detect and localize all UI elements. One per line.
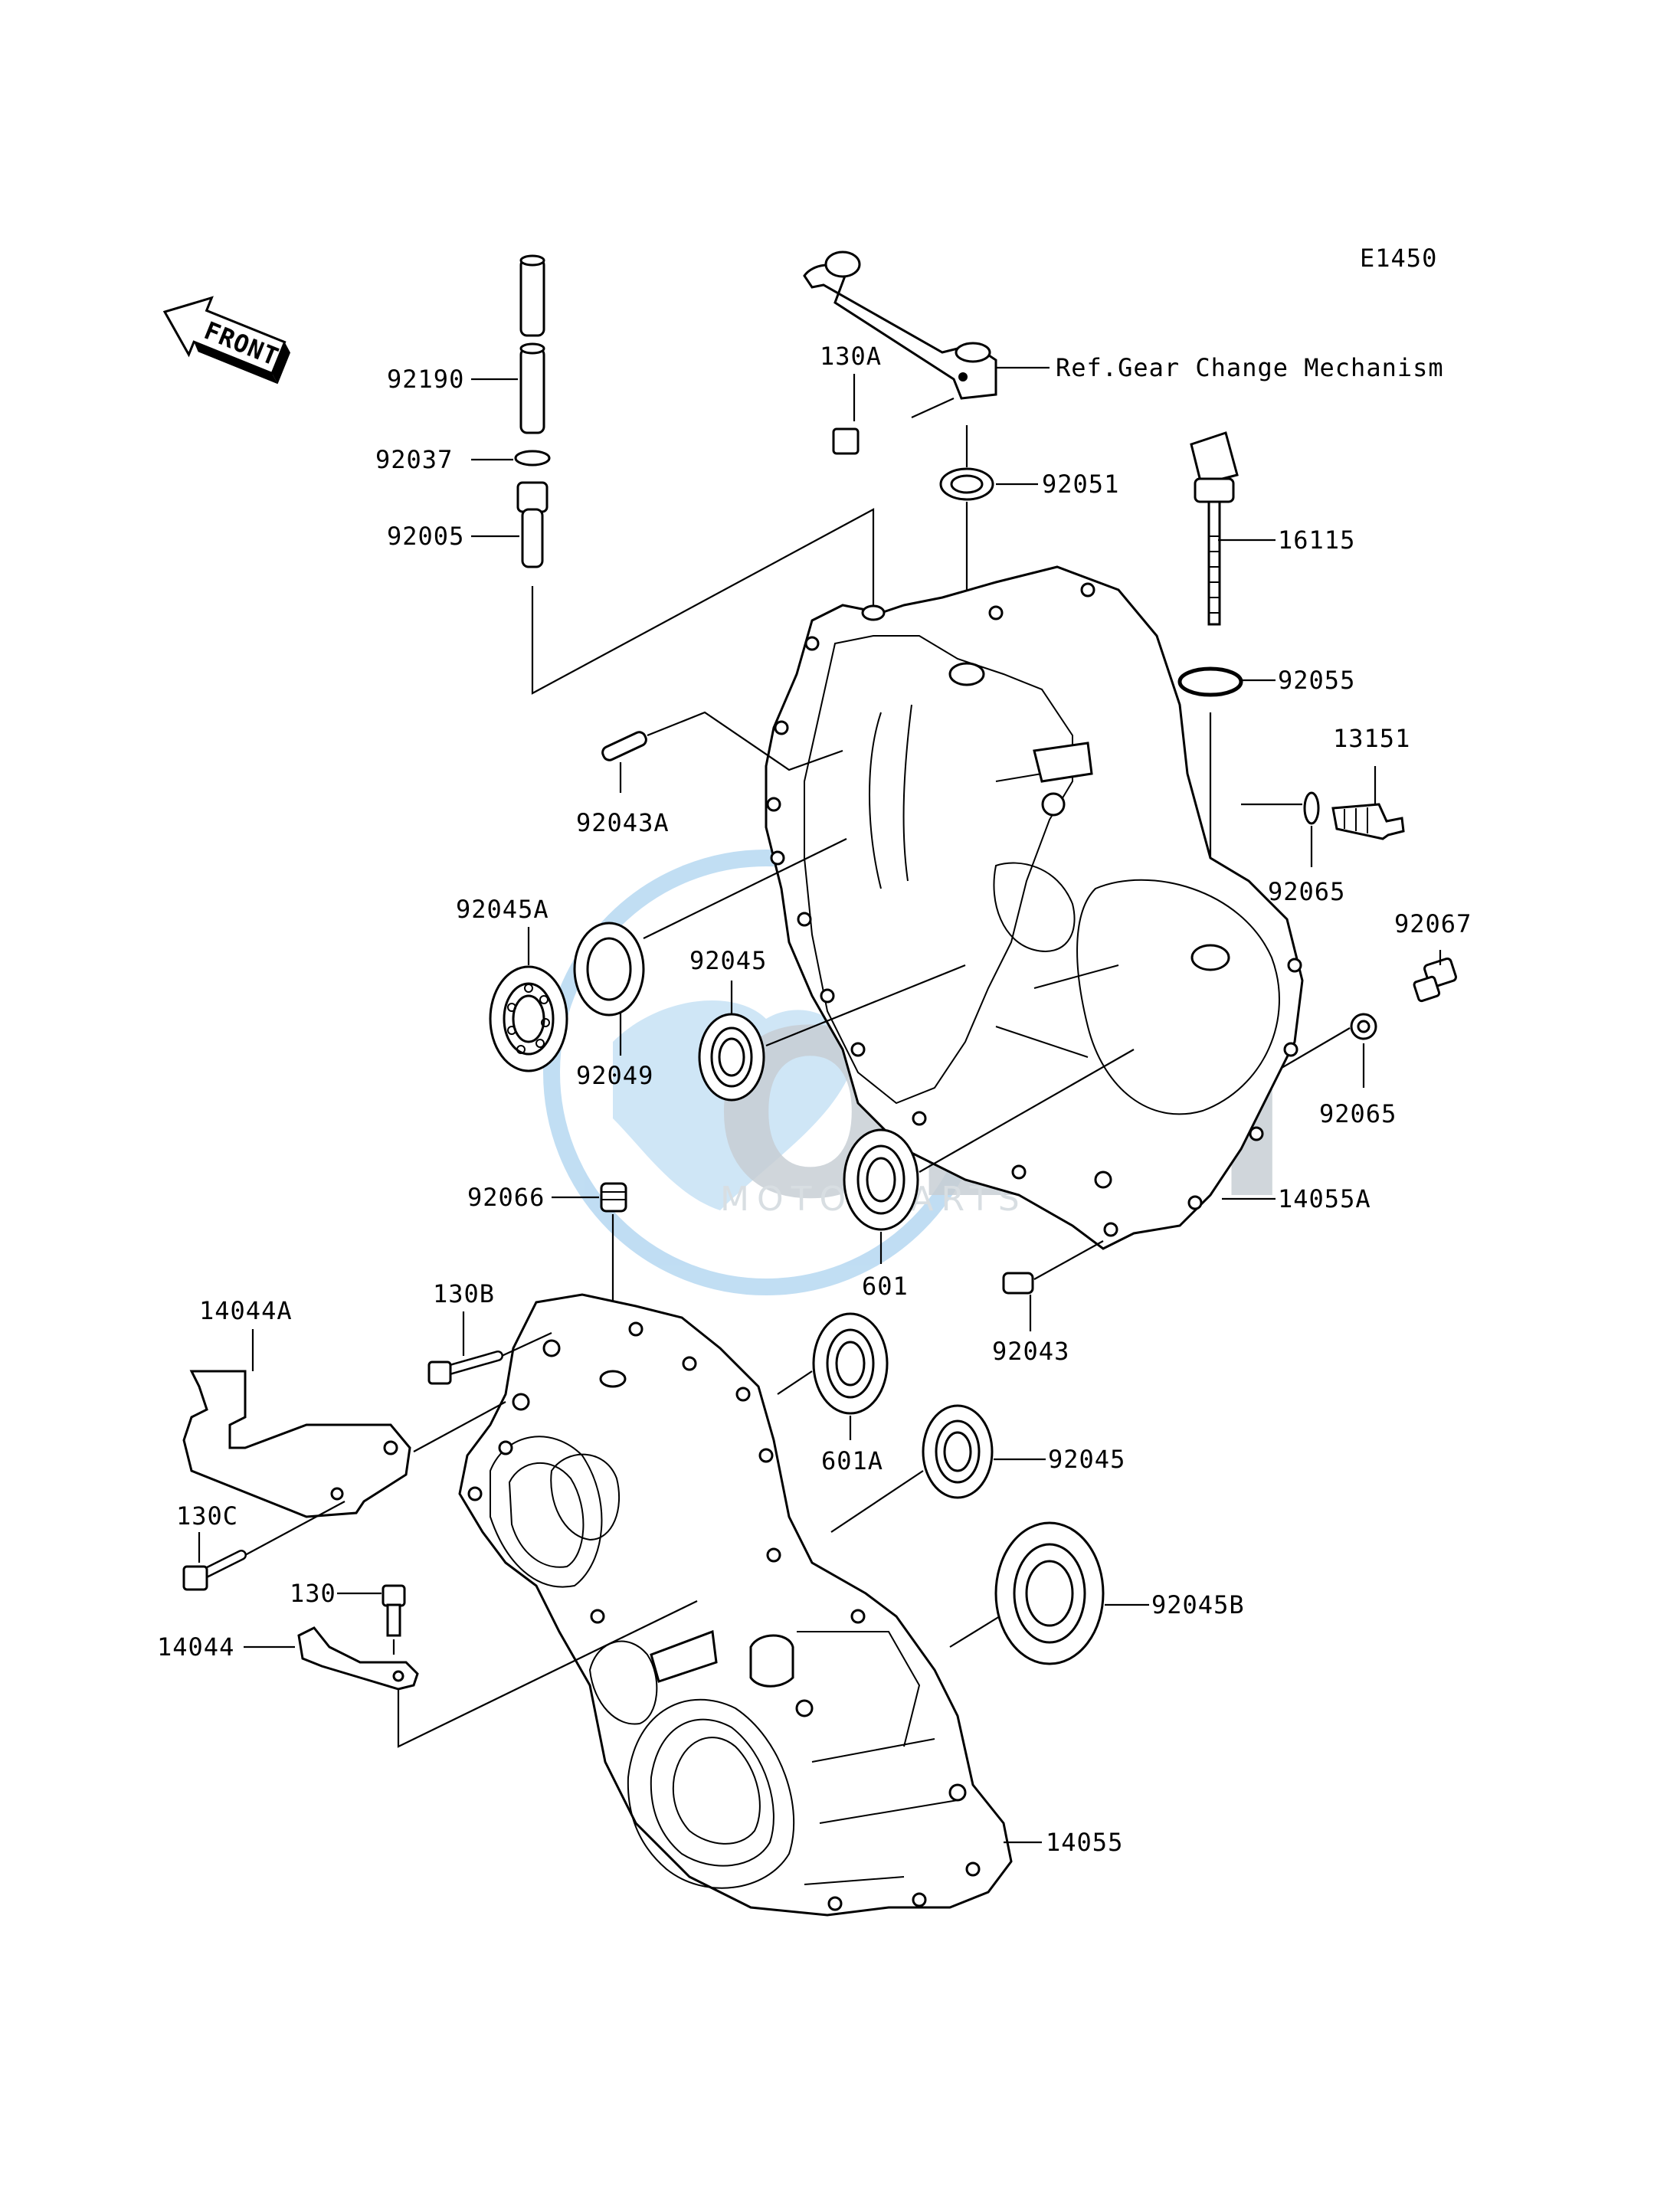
label-130B: 130B (433, 1279, 495, 1308)
label-92049: 92049 (576, 1061, 653, 1090)
part-92045B-bearing (994, 1521, 1105, 1665)
part-shift-lever (803, 250, 997, 400)
label-92190: 92190 (387, 365, 464, 394)
label-92067: 92067 (1394, 909, 1472, 938)
part-130B-bolt (427, 1351, 503, 1385)
label-92065-upper: 92065 (1268, 877, 1345, 906)
label-601: 601 (862, 1272, 909, 1301)
part-92037-circlip (514, 450, 551, 467)
label-92043: 92043 (992, 1337, 1069, 1366)
part-14055A-case-cover (765, 565, 1304, 1250)
label-92005: 92005 (387, 522, 464, 551)
label-92055: 92055 (1278, 666, 1355, 695)
part-92067-plug (1413, 957, 1457, 1003)
part-92055-oring (1177, 666, 1243, 697)
label-92045B: 92045B (1151, 1590, 1245, 1619)
label-92037: 92037 (375, 445, 453, 474)
part-601-bearing (843, 1128, 919, 1231)
part-130C-bolt (182, 1550, 247, 1591)
part-130A-bolt (832, 416, 912, 455)
label-92051: 92051 (1042, 470, 1119, 499)
front-arrow-icon: FRONT (162, 296, 290, 385)
label-130: 130 (290, 1579, 336, 1608)
part-14044-clip (297, 1626, 419, 1691)
part-92043-dowel (1002, 1272, 1034, 1295)
part-14055-case (458, 1293, 1013, 1917)
label-14055: 14055 (1046, 1828, 1123, 1857)
part-92051-seal (939, 467, 994, 501)
label-92045A: 92045A (456, 895, 549, 924)
part-14044A-bracket (182, 1370, 411, 1518)
part-92190-pipe (519, 254, 545, 434)
label-92066: 92066 (467, 1183, 545, 1212)
label-92045-mid: 92045 (1048, 1445, 1125, 1474)
part-92045-bearing-mid (922, 1404, 994, 1499)
label-16115: 16115 (1278, 526, 1355, 555)
part-92043A-dowel (601, 731, 647, 761)
label-13151: 13151 (1333, 724, 1410, 753)
label-92065-lower: 92065 (1319, 1099, 1397, 1128)
label-14044: 14044 (157, 1632, 234, 1662)
label-92045-top: 92045 (689, 946, 767, 975)
reference-note: Ref.Gear Change Mechanism (1056, 353, 1444, 382)
part-92045-bearing-top (698, 1013, 765, 1102)
part-92065-washer-upper (1303, 791, 1320, 825)
label-14055A: 14055A (1278, 1184, 1371, 1213)
part-92005-fitting (516, 481, 549, 568)
part-92049-seal (573, 922, 645, 1017)
label-130A: 130A (820, 342, 882, 371)
label-601A: 601A (821, 1446, 883, 1475)
part-16115-dipstick (1190, 431, 1239, 626)
part-130-bolt (382, 1584, 406, 1637)
part-13151-switch (1331, 803, 1405, 840)
part-601A-bearing (812, 1312, 889, 1415)
part-92045A-bearing (489, 965, 568, 1072)
diagram-code: E1450 (1360, 244, 1437, 273)
part-92065-washer-lower (1350, 1013, 1377, 1040)
part-92066-bushing (600, 1182, 627, 1213)
label-14044A: 14044A (199, 1296, 293, 1325)
label-92043A: 92043A (576, 808, 670, 837)
label-130C: 130C (176, 1501, 238, 1531)
